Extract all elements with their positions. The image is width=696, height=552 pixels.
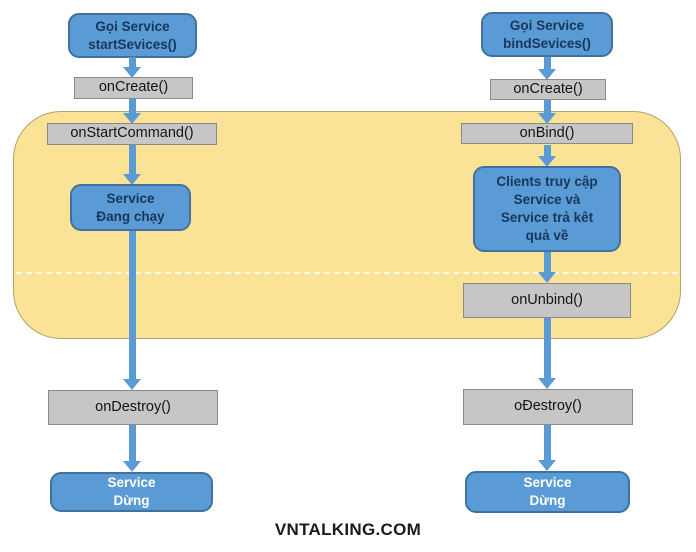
node-onstartcommand: onStartCommand() (47, 123, 217, 145)
arrow-running-to-ondestroy (123, 231, 141, 390)
node-service-running: Service Đang chạy (70, 184, 191, 231)
arrow-ondestroy-to-stopped-right (538, 425, 556, 471)
node-service-stopped-left: Service Dừng (50, 472, 213, 512)
node-bind-service-header: Gọi Service bindSevices() (481, 12, 613, 57)
node-oncreate-left: onCreate() (74, 77, 193, 99)
node-ondestroy-right: oĐestroy() (463, 389, 633, 425)
arrow-oncreate-to-onstartcommand (123, 99, 141, 124)
arrow-onunbind-to-ondestroy (538, 318, 556, 389)
node-onbind: onBind() (461, 123, 633, 144)
watermark-text: VNTALKING.COM (274, 520, 422, 539)
arrow-onstartcommand-to-running (123, 145, 141, 185)
node-onunbind: onUnbind() (463, 283, 631, 318)
running-state-dashed-divider (16, 272, 678, 274)
arrow-ondestroy-to-stopped-left (123, 425, 141, 472)
arrow-oncreate-to-onbind (538, 100, 556, 124)
node-ondestroy-left: onDestroy() (48, 390, 218, 425)
node-oncreate-right: onCreate() (490, 79, 606, 100)
arrow-onbind-to-clients (538, 145, 556, 167)
arrow-start-to-oncreate (123, 57, 141, 78)
arrow-clients-to-onunbind (538, 252, 556, 283)
node-start-service-header: Gọi Service startSevices() (68, 13, 197, 58)
arrow-bind-to-oncreate (538, 57, 556, 80)
node-clients-access: Clients truy cập Service và Service trả … (473, 166, 621, 252)
node-service-stopped-right: Service Dừng (465, 471, 630, 513)
